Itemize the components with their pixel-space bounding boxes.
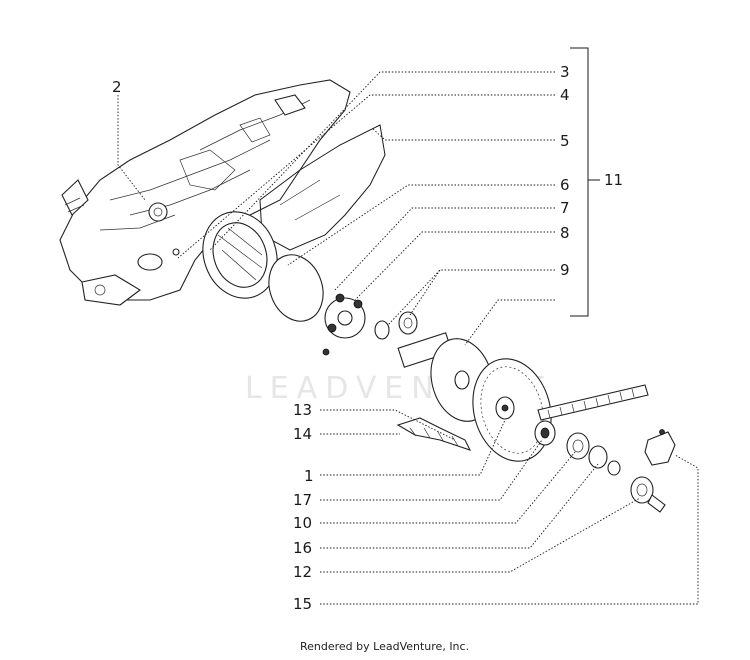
callout-5: 5 bbox=[560, 132, 570, 150]
callout-3: 3 bbox=[560, 63, 570, 81]
belt-drawing bbox=[537, 384, 649, 421]
callout-17: 17 bbox=[293, 491, 312, 509]
callout-9: 9 bbox=[560, 261, 570, 279]
leader-lines bbox=[117, 47, 699, 605]
ramp-plate-drawing bbox=[322, 293, 366, 356]
callout-6: 6 bbox=[560, 176, 570, 194]
callout-7: 7 bbox=[560, 199, 570, 217]
callout-12: 12 bbox=[293, 563, 312, 581]
callout-4: 4 bbox=[560, 86, 570, 104]
callout-11: 11 bbox=[604, 171, 623, 189]
callout-16: 16 bbox=[293, 539, 312, 557]
cover-drawing bbox=[259, 124, 386, 251]
callout-15: 15 bbox=[293, 595, 312, 613]
washer-stack-drawing bbox=[534, 420, 621, 476]
belt-guide-drawing bbox=[396, 417, 472, 451]
belt-teeth bbox=[547, 388, 635, 419]
callout-labels: 2 3 4 5 6 7 8 9 11 13 14 1 17 10 16 12 1… bbox=[112, 63, 623, 613]
clip-drawing bbox=[644, 431, 676, 466]
o-ring-drawing bbox=[268, 254, 324, 322]
fan-pulley-drawing bbox=[472, 358, 552, 462]
callout-1: 1 bbox=[304, 467, 314, 485]
callout-13: 13 bbox=[293, 401, 312, 419]
housing-ring-drawing bbox=[202, 211, 278, 299]
callout-10: 10 bbox=[293, 514, 312, 532]
callout-14: 14 bbox=[293, 425, 312, 443]
callout-8: 8 bbox=[560, 224, 570, 242]
crankcase-drawing bbox=[59, 79, 351, 306]
footer-credit: Rendered by LeadVenture, Inc. bbox=[300, 640, 469, 653]
callout-2: 2 bbox=[112, 78, 122, 96]
nut-drawing bbox=[630, 476, 666, 513]
spacer-drawing bbox=[374, 311, 418, 340]
